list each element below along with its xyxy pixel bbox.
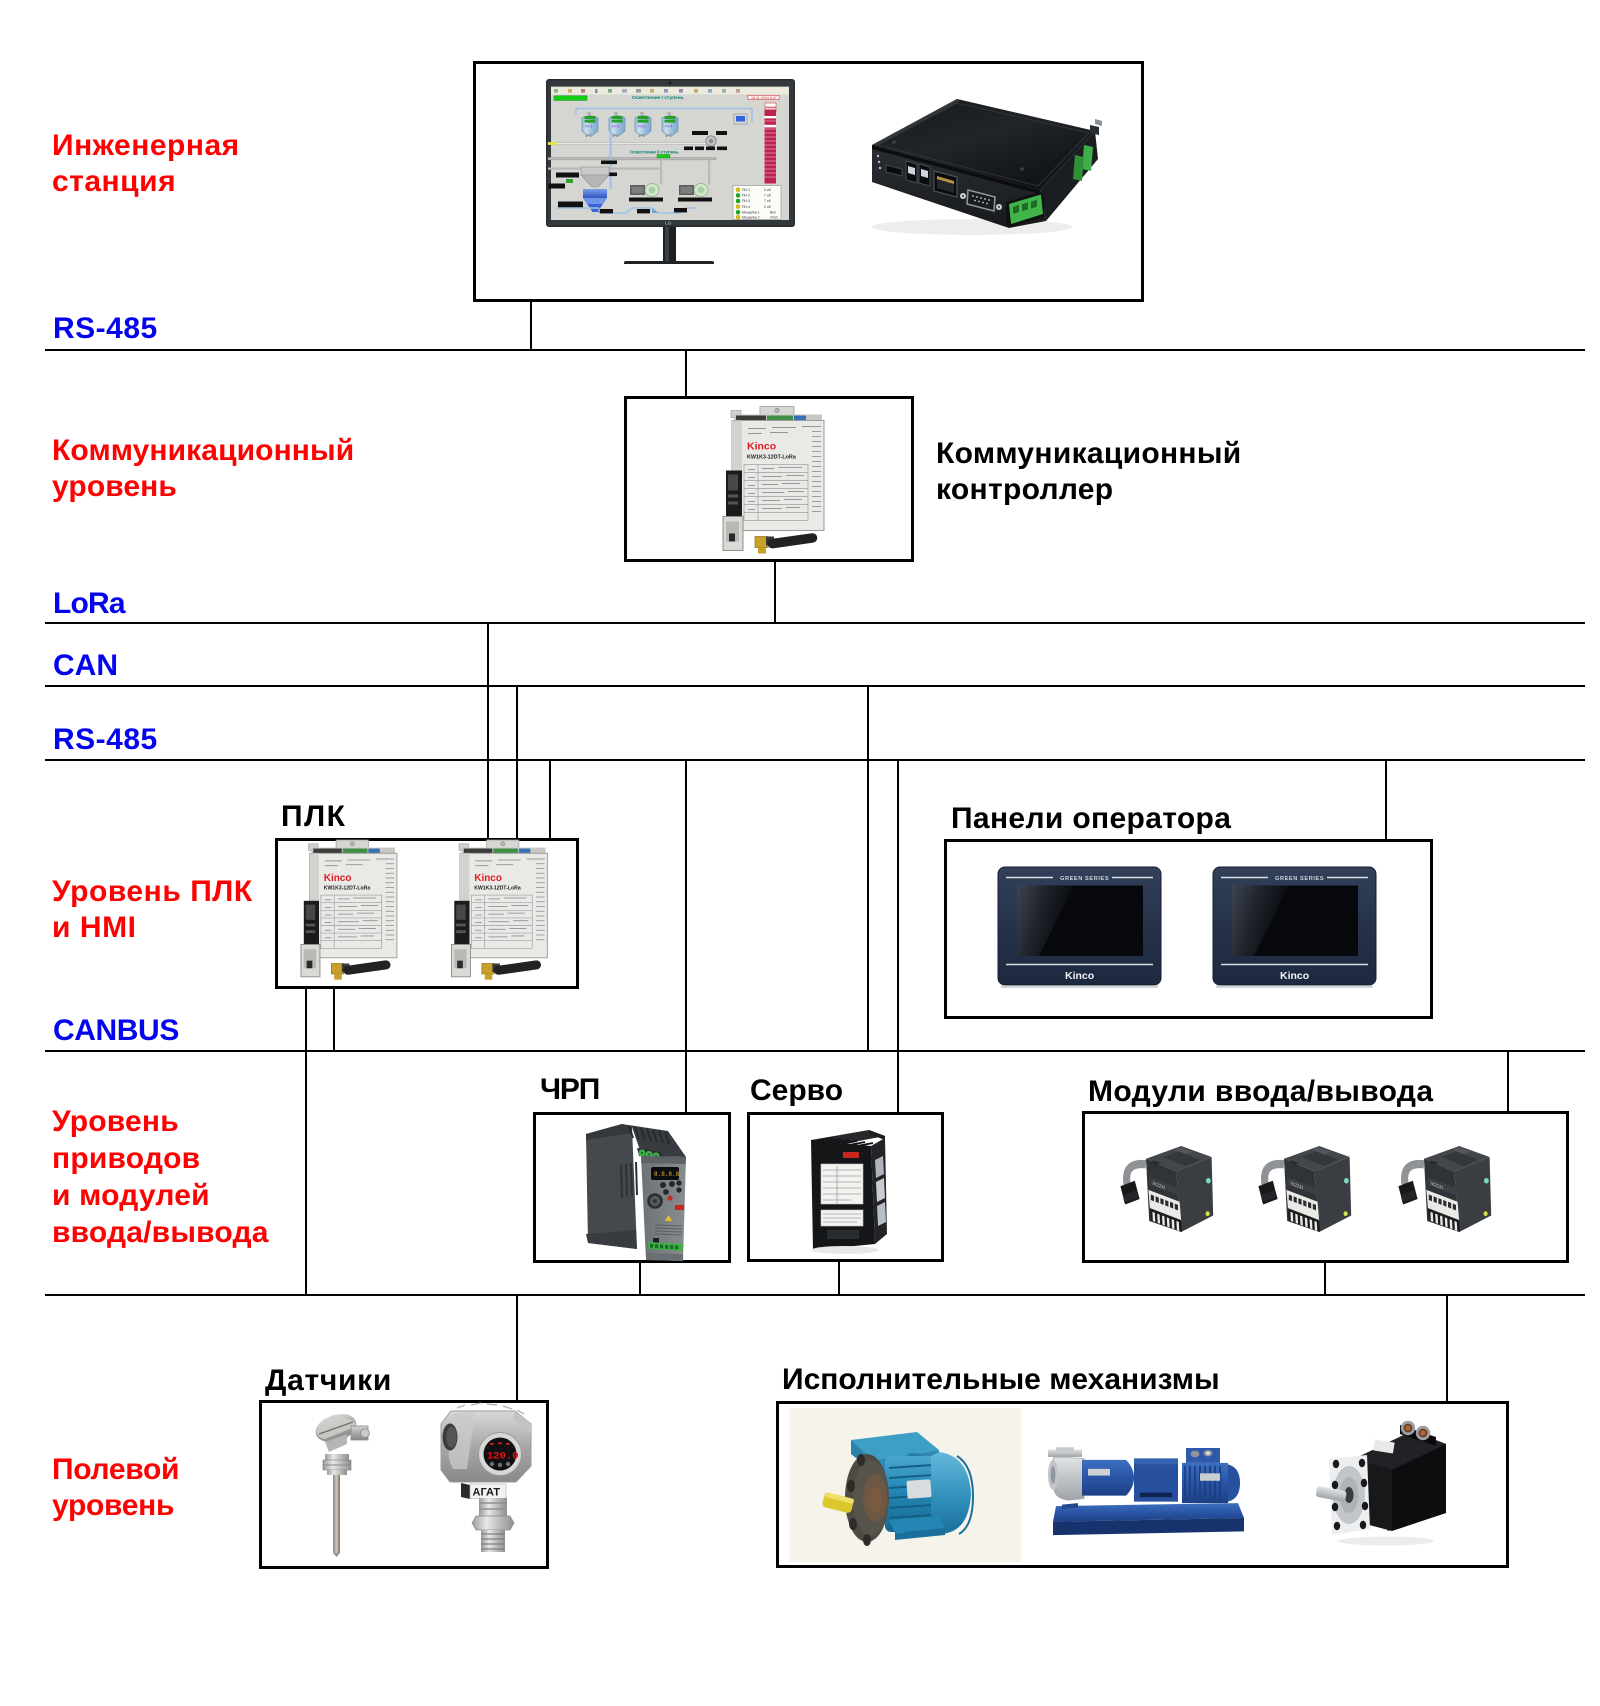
svg-text:АГАТ: АГАТ [473, 1487, 501, 1499]
svg-text:ПН-4: ПН-4 [742, 205, 750, 209]
svg-text:LG: LG [665, 221, 672, 226]
svg-text:ПН-2: ПН-2 [742, 194, 750, 198]
svg-text:18.11.2004 6:47: 18.11.2004 6:47 [751, 96, 777, 100]
svg-text:Вкл: Вкл [770, 210, 776, 214]
svg-text:7 об: 7 об [764, 194, 771, 198]
svg-text:РН-3: РН-3 [638, 125, 645, 129]
svg-text:8.8.8.8: 8.8.8.8 [654, 1171, 680, 1178]
svg-text:РН-4: РН-4 [665, 125, 672, 129]
svg-text:РН-2: РН-2 [612, 125, 619, 129]
svg-text:Осветление I ступень: Осветление I ступень [632, 95, 684, 101]
svg-text:РН-1: РН-1 [585, 125, 592, 129]
svg-text:ПН-3: ПН-3 [742, 199, 750, 203]
svg-text:Осветление II ступень: Осветление II ступень [630, 150, 679, 155]
svg-text:Мешалка 2: Мешалка 2 [742, 215, 760, 219]
svg-text:7 об: 7 об [764, 199, 771, 203]
svg-text:0 об: 0 об [764, 205, 771, 209]
svg-text:0 об: 0 об [764, 188, 771, 192]
svg-text:120.0: 120.0 [487, 1451, 519, 1463]
svg-text:Откл: Откл [770, 215, 778, 219]
svg-text:ПН-1: ПН-1 [742, 188, 750, 192]
svg-text:Мешалка 1: Мешалка 1 [742, 210, 760, 214]
